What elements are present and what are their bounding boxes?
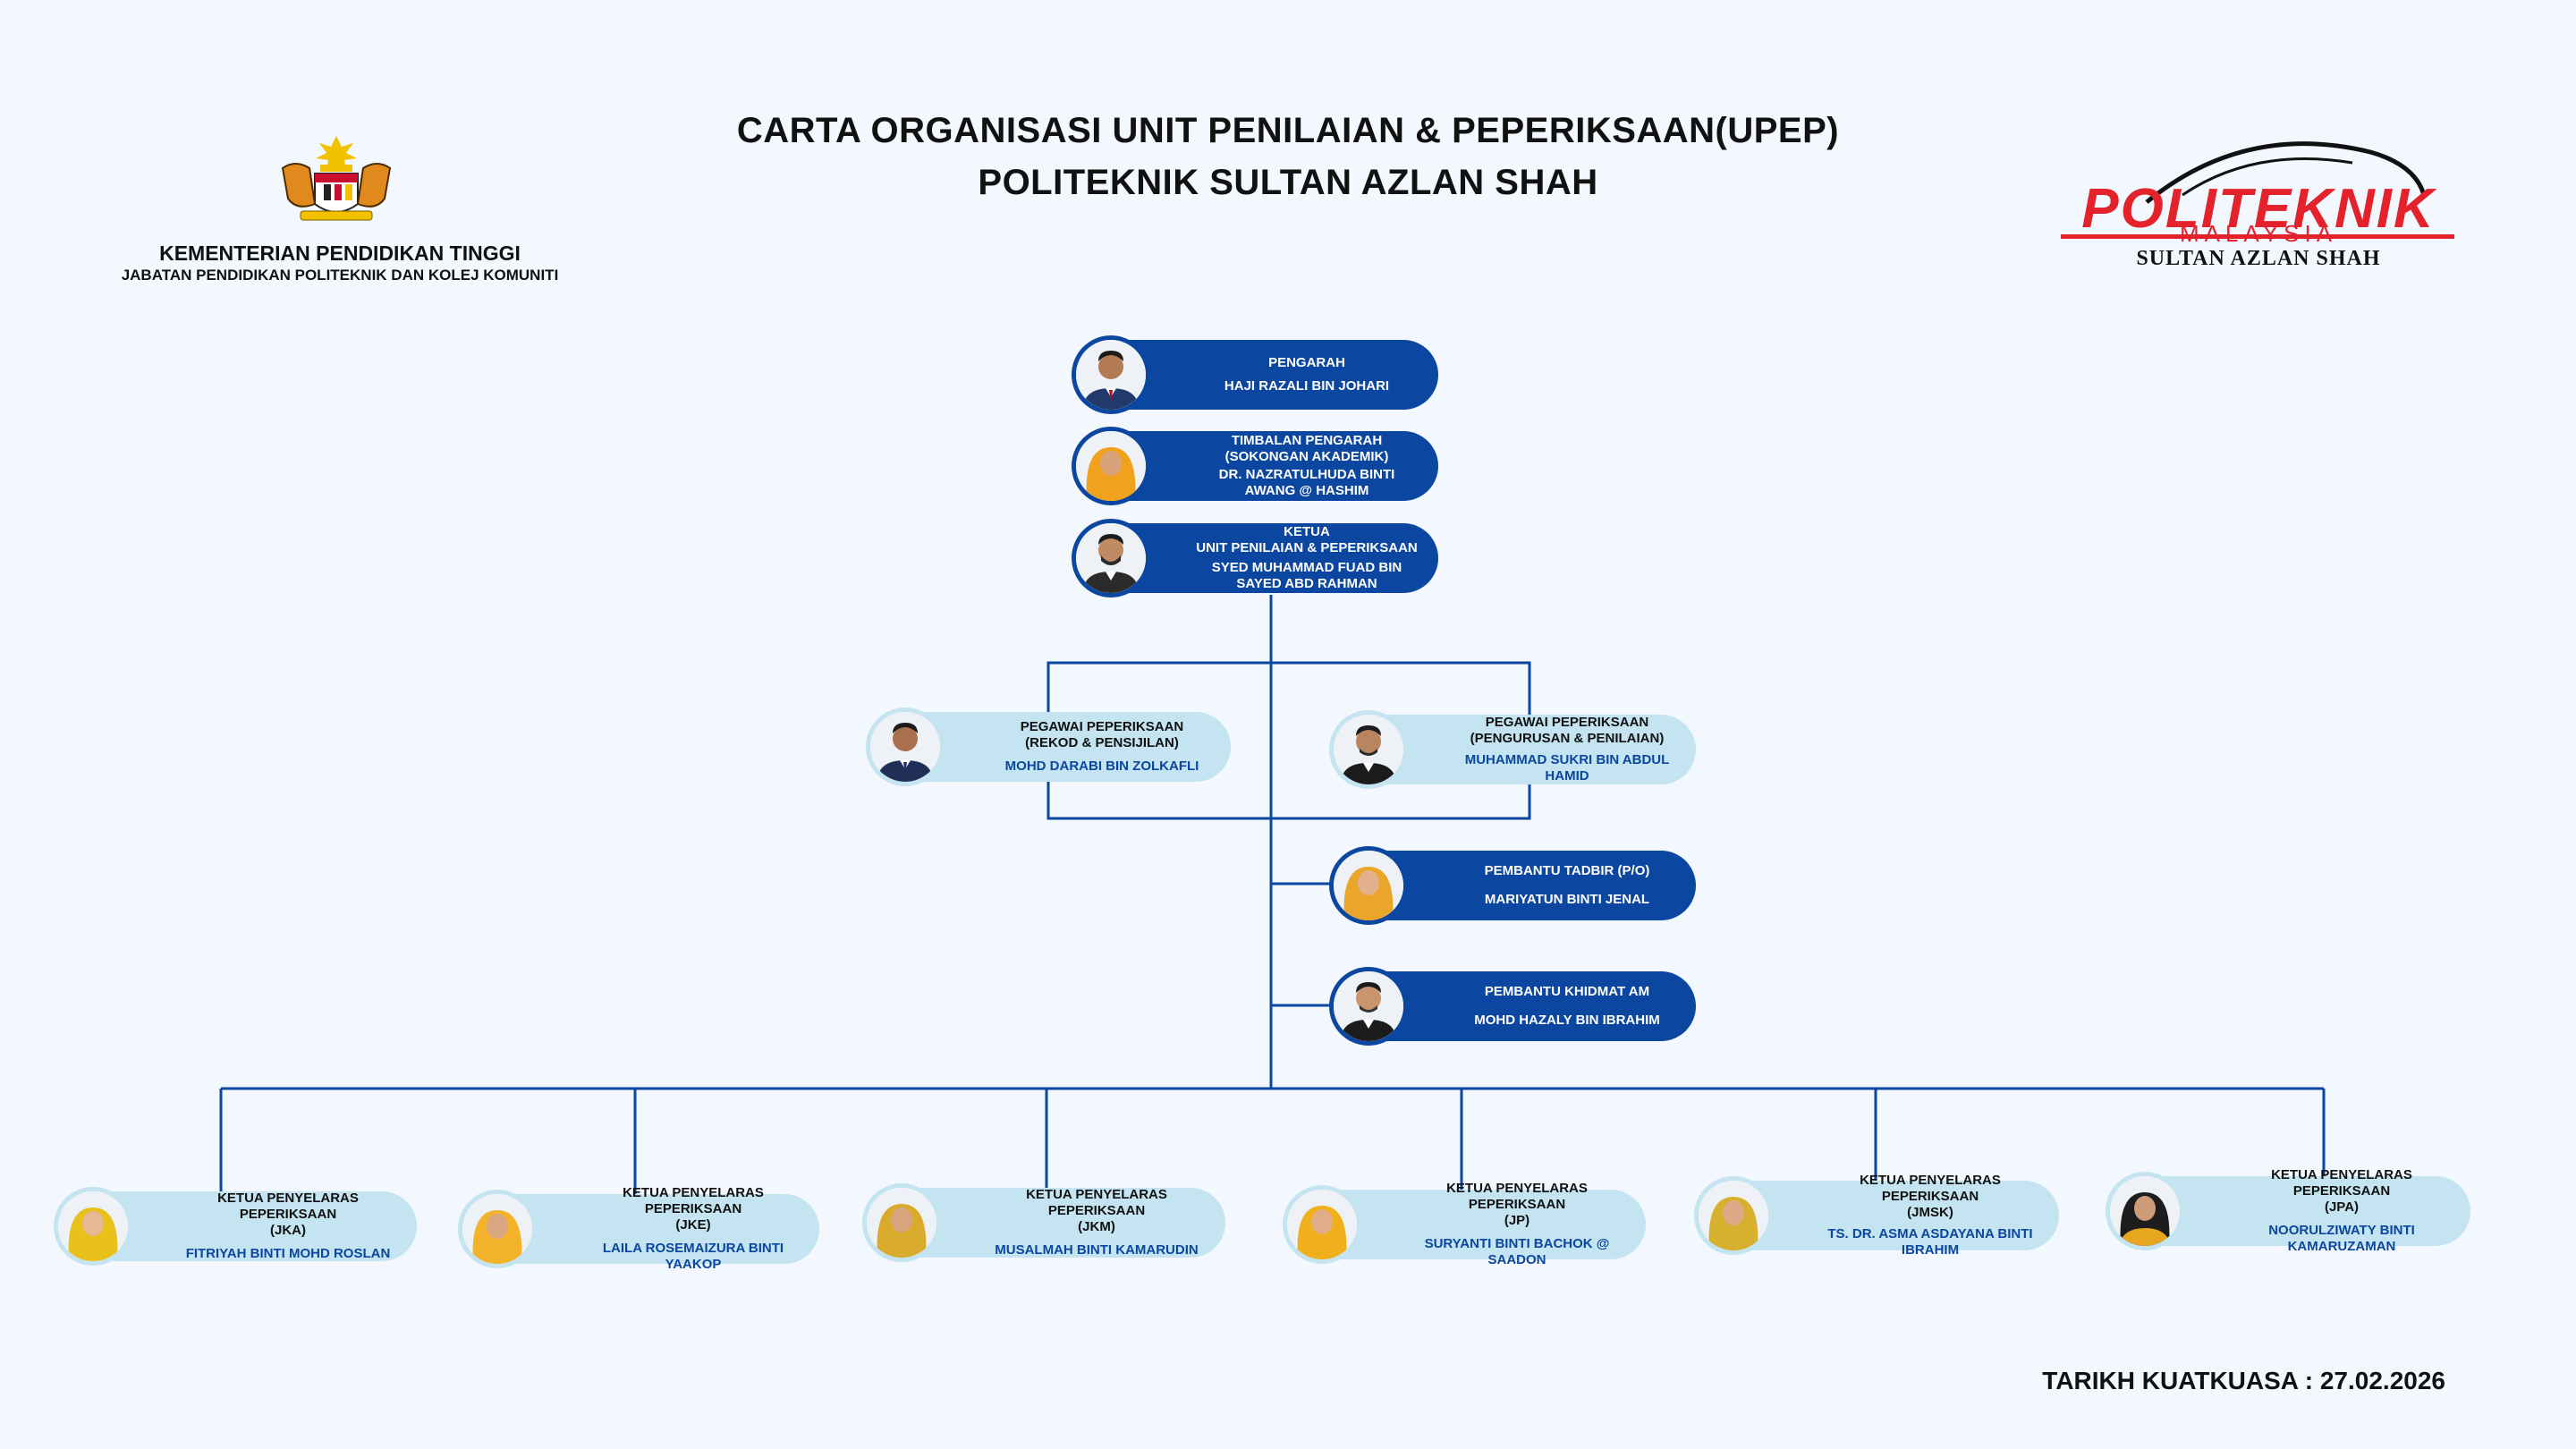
chart-subtitle: POLITEKNIK SULTAN AZLAN SHAH xyxy=(978,163,1598,202)
female-portrait-icon xyxy=(1072,427,1150,505)
org-node-pegawai-rekod: PEGAWAI PEPERIKSAAN (REKOD & PENSIJILAN)… xyxy=(907,712,1231,782)
male-portrait-icon xyxy=(1072,335,1150,414)
org-node-timbalan-pengarah: TIMBALAN PENGARAH (SOKONGAN AKADEMIK)DR.… xyxy=(1109,431,1438,501)
node-role: PEMBANTU TADBIR (P/O) xyxy=(1484,863,1650,878)
node-name: MUSALMAH BINTI KAMARUDIN xyxy=(995,1242,1199,1258)
node-name: DR. NAZRATULHUDA BINTI AWANG @ HASHIM xyxy=(1218,467,1395,498)
department-name: JABATAN PENDIDIKAN POLITEKNIK DAN KOLEJ … xyxy=(121,267,559,284)
node-role: PEMBANTU KHIDMAT AM xyxy=(1484,984,1650,999)
logo-sub-text: MALAYSIA xyxy=(2179,220,2338,247)
org-node-penyelaras-jkm: KETUA PENYELARAS PEPERIKSAAN (JKM) MUSALM… xyxy=(902,1187,1225,1258)
female-portrait-icon xyxy=(862,1183,941,1262)
male-portrait-icon xyxy=(1072,519,1150,597)
org-node-penyelaras-jka: KETUA PENYELARAS PEPERIKSAAN (JKA) FITRIY… xyxy=(93,1191,417,1261)
node-name: MOHD HAZALY BIN IBRAHIM xyxy=(1474,1013,1660,1028)
male-portrait-icon xyxy=(1329,967,1408,1046)
node-role: KETUA PENYELARAS PEPERIKSAAN (JP) xyxy=(1446,1181,1588,1228)
node-role: KETUA UNIT PENILAIAN & PEPERIKSAAN xyxy=(1196,524,1418,555)
org-node-penyelaras-jp: KETUA PENYELARAS PEPERIKSAAN (JP) SURYANT… xyxy=(1322,1181,1646,1267)
node-name: NOORULZIWATY BINTI KAMARUZAMAN xyxy=(2268,1223,2415,1254)
node-name: SYED MUHAMMAD FUAD BIN SAYED ABD RAHMAN xyxy=(1211,560,1402,591)
node-role: KETUA PENYELARAS PEPERIKSAAN (JPA) xyxy=(2271,1167,2412,1215)
node-name: TS. DR. ASMA ASDAYANA BINTI IBRAHIM xyxy=(1827,1226,2033,1258)
node-name: FITRIYAH BINTI MOHD ROSLAN xyxy=(185,1246,391,1261)
coat-of-arms-icon xyxy=(265,132,408,231)
ministry-name: KEMENTERIAN PENDIDIKAN TINGGI xyxy=(159,242,521,265)
node-role: KETUA PENYELARAS PEPERIKSAAN (JKA) xyxy=(217,1191,359,1238)
node-role: KETUA PENYELARAS PEPERIKSAAN (JMSK) xyxy=(1860,1173,2001,1220)
female-portrait-icon xyxy=(2106,1172,2184,1250)
node-role: PEGAWAI PEPERIKSAAN (PENGURUSAN & PENILA… xyxy=(1470,715,1665,746)
node-name: SURYANTI BINTI BACHOK @ SAADON xyxy=(1424,1236,1610,1267)
node-name: MUHAMMAD SUKRI BIN ABDUL HAMID xyxy=(1464,752,1670,784)
node-name: LAILA ROSEMAIZURA BINTI YAAKOP xyxy=(602,1241,784,1272)
female-portrait-icon xyxy=(1329,846,1408,925)
node-role: PEGAWAI PEPERIKSAAN (REKOD & PENSIJILAN) xyxy=(1020,719,1184,750)
org-node-penyelaras-jke: KETUA PENYELARAS PEPERIKSAAN (JKE) LAILA … xyxy=(501,1185,819,1272)
org-node-ketua-upep: KETUA UNIT PENILAIAN & PEPERIKSAAN SYED M… xyxy=(1109,523,1438,593)
node-name: MARIYATUN BINTI JENAL xyxy=(1484,892,1650,907)
node-role: KETUA PENYELARAS PEPERIKSAAN (JKM) xyxy=(1026,1187,1167,1234)
org-node-penyelaras-jmsk: KETUA PENYELARAS PEPERIKSAAN (JMSK) TS. D… xyxy=(1735,1173,2059,1258)
female-portrait-icon xyxy=(1283,1185,1361,1264)
logo-main-text: POLITEKNIK xyxy=(2081,178,2436,240)
female-portrait-icon xyxy=(458,1190,537,1268)
org-node-pegawai-pengurusan: PEGAWAI PEPERIKSAAN (PENGURUSAN & PENILA… xyxy=(1372,715,1696,784)
node-name: HAJI RAZALI BIN JOHARI xyxy=(1224,378,1390,394)
effective-date: TARIKH KUATKUASA : 27.02.2026 xyxy=(2042,1367,2445,1394)
logo-swoosh-icon xyxy=(2061,141,2454,239)
node-role: KETUA PENYELARAS PEPERIKSAAN (JKE) xyxy=(623,1185,764,1233)
org-node-penyelaras-jpa: KETUA PENYELARAS PEPERIKSAAN (JPA) NOORUL… xyxy=(2147,1167,2470,1254)
politeknik-logo: POLITEKNIK MALAYSIA SULTAN AZLAN SHAH xyxy=(2048,122,2478,278)
node-name: MOHD DARABI BIN ZOLKAFLI xyxy=(1004,758,1199,774)
org-node-pembantu-tadbir: PEMBANTU TADBIR (P/O) MARIYATUN BINTI JEN… xyxy=(1372,851,1696,920)
org-node-pengarah: PENGARAH HAJI RAZALI BIN JOHARI xyxy=(1109,340,1438,410)
male-portrait-icon xyxy=(1329,710,1408,789)
female-portrait-icon xyxy=(54,1187,132,1266)
chart-title: CARTA ORGANISASI UNIT PENILAIAN & PEPERI… xyxy=(736,111,1840,150)
male-portrait-icon xyxy=(866,708,945,786)
logo-campus-text: SULTAN AZLAN SHAH xyxy=(2136,247,2381,270)
female-portrait-icon xyxy=(1694,1176,1773,1255)
node-role: PENGARAH xyxy=(1268,355,1345,370)
node-role: TIMBALAN PENGARAH (SOKONGAN AKADEMIK) xyxy=(1224,433,1389,464)
org-node-pembantu-khidmat: PEMBANTU KHIDMAT AM MOHD HAZALY BIN IBRAH… xyxy=(1372,971,1696,1041)
